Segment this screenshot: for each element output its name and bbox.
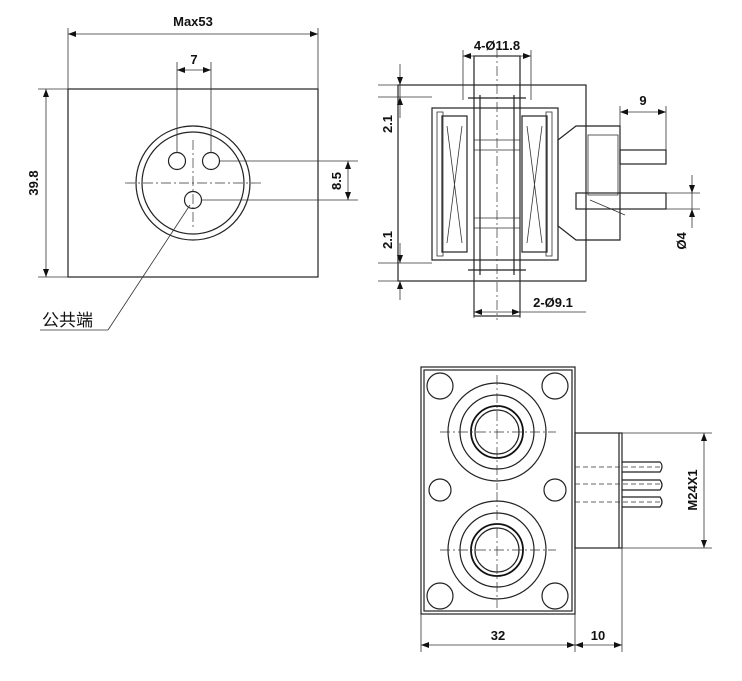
connector-block [557, 125, 621, 241]
pin-lower [575, 192, 667, 210]
thread-length-label: 10 [591, 628, 605, 643]
base-plate-outline [420, 366, 576, 615]
section-view [378, 48, 700, 320]
top-view [420, 366, 712, 652]
base-width-label: 32 [491, 628, 505, 643]
gap-bottom-label: 2.1 [380, 231, 395, 249]
mount-hole-bottom-left [426, 582, 454, 610]
pin-hole-left [167, 151, 187, 171]
coil-right [521, 115, 548, 253]
hole-bottom-label: 2-Ø9.1 [533, 295, 573, 310]
side-pin-2 [622, 479, 663, 491]
side-pin-1 [622, 461, 663, 473]
mount-hole-bottom-right [541, 582, 569, 610]
pin-hole-right [201, 151, 221, 171]
pin-spacing-label: 7 [190, 52, 197, 67]
common-terminal-label: 公共端 [42, 311, 93, 331]
front-view [38, 28, 358, 331]
mount-hole-top-left [426, 372, 454, 400]
mount-hole-top-right [541, 372, 569, 400]
height-label: 39.8 [26, 170, 41, 195]
offset-label: 8.5 [329, 172, 344, 190]
mount-hole-mid-right [543, 478, 567, 502]
common-terminal-leader [107, 204, 191, 331]
threaded-boss [574, 432, 623, 549]
pin-upper [619, 149, 667, 165]
connector-inner-ring [141, 131, 245, 235]
side-pin-3 [622, 496, 663, 508]
gap-top-label: 2.1 [380, 115, 395, 133]
pin-dia-label: Ø4 [674, 232, 689, 250]
mount-hole-mid-left [428, 478, 452, 502]
connector-outer-ring [135, 125, 251, 241]
max-width-label: Max53 [173, 14, 213, 29]
front-body-outline [67, 88, 319, 278]
hole-top-label: 4-Ø11.8 [474, 38, 520, 53]
coil-left [441, 115, 468, 253]
housing-section [397, 84, 587, 282]
pin-length-label: 9 [639, 93, 646, 108]
thread-label: M24X1 [685, 469, 700, 510]
